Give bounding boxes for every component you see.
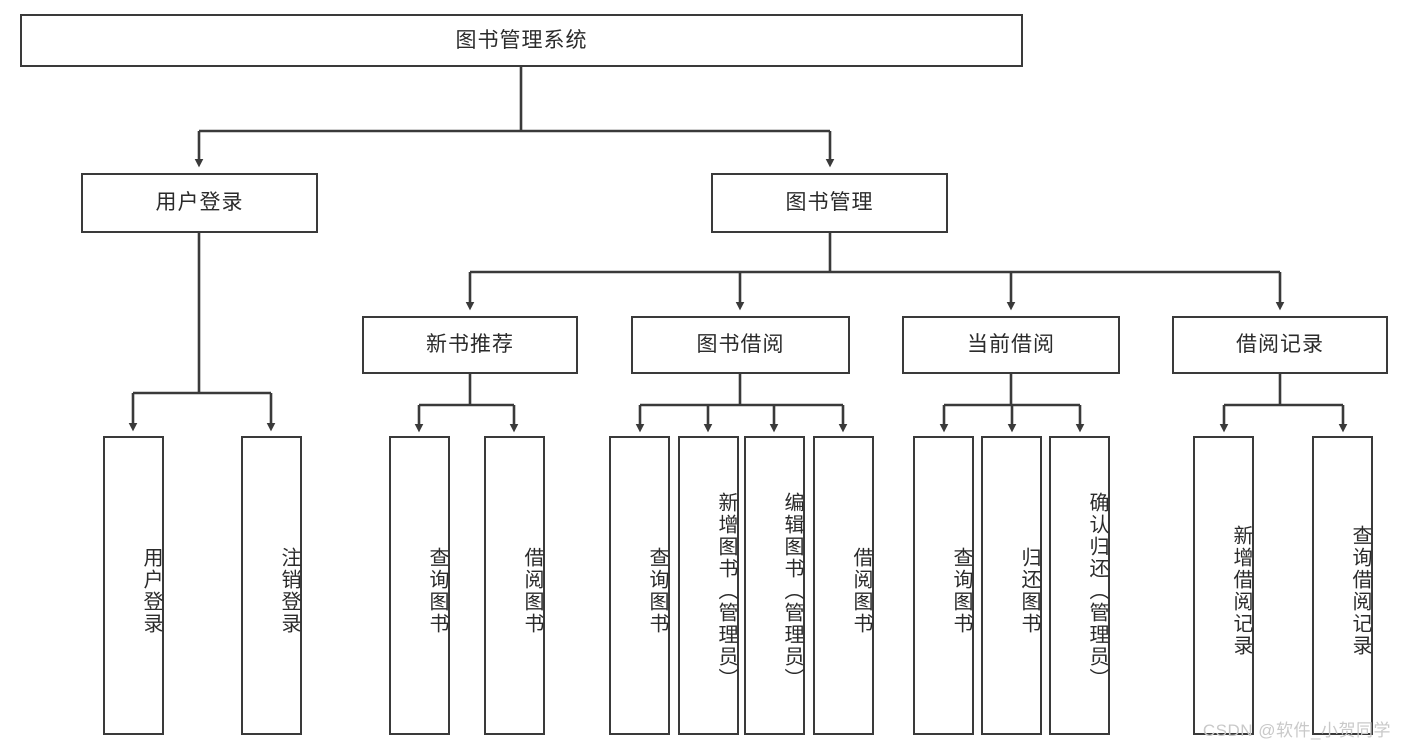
watermark-text: CSDN @软件_小贺同学 [1202, 721, 1391, 740]
node-book-management[interactable]: 图书管理 [711, 173, 948, 233]
leaf-borrow-borrow-book[interactable]: 借阅图书 [813, 436, 874, 735]
leaf-record-query-record[interactable]: 查询借阅记录 [1312, 436, 1373, 735]
leaf-user-login-logout[interactable]: 注销登录 [241, 436, 302, 735]
leaf-current-query-book[interactable]: 查询图书 [913, 436, 974, 735]
leaf-borrow-edit-book-admin[interactable]: 编辑图书（管理员） [744, 436, 805, 735]
node-new-book-recommend[interactable]: 新书推荐 [362, 316, 578, 374]
leaf-current-confirm-return-admin[interactable]: 确认归还（管理员） [1049, 436, 1110, 735]
node-current-borrow[interactable]: 当前借阅 [902, 316, 1120, 374]
leaf-borrow-add-book-admin[interactable]: 新增图书（管理员） [678, 436, 739, 735]
node-borrow-record[interactable]: 借阅记录 [1172, 316, 1388, 374]
node-book-borrow[interactable]: 图书借阅 [631, 316, 850, 374]
node-root-system[interactable]: 图书管理系统 [20, 14, 1023, 67]
leaf-record-add-record[interactable]: 新增借阅记录 [1193, 436, 1254, 735]
leaf-current-return-book[interactable]: 归还图书 [981, 436, 1042, 735]
node-user-login[interactable]: 用户登录 [81, 173, 318, 233]
leaf-new-book-query[interactable]: 查询图书 [389, 436, 450, 735]
leaf-user-login-login[interactable]: 用户登录 [103, 436, 164, 735]
leaf-new-book-borrow[interactable]: 借阅图书 [484, 436, 545, 735]
leaf-borrow-query-book[interactable]: 查询图书 [609, 436, 670, 735]
